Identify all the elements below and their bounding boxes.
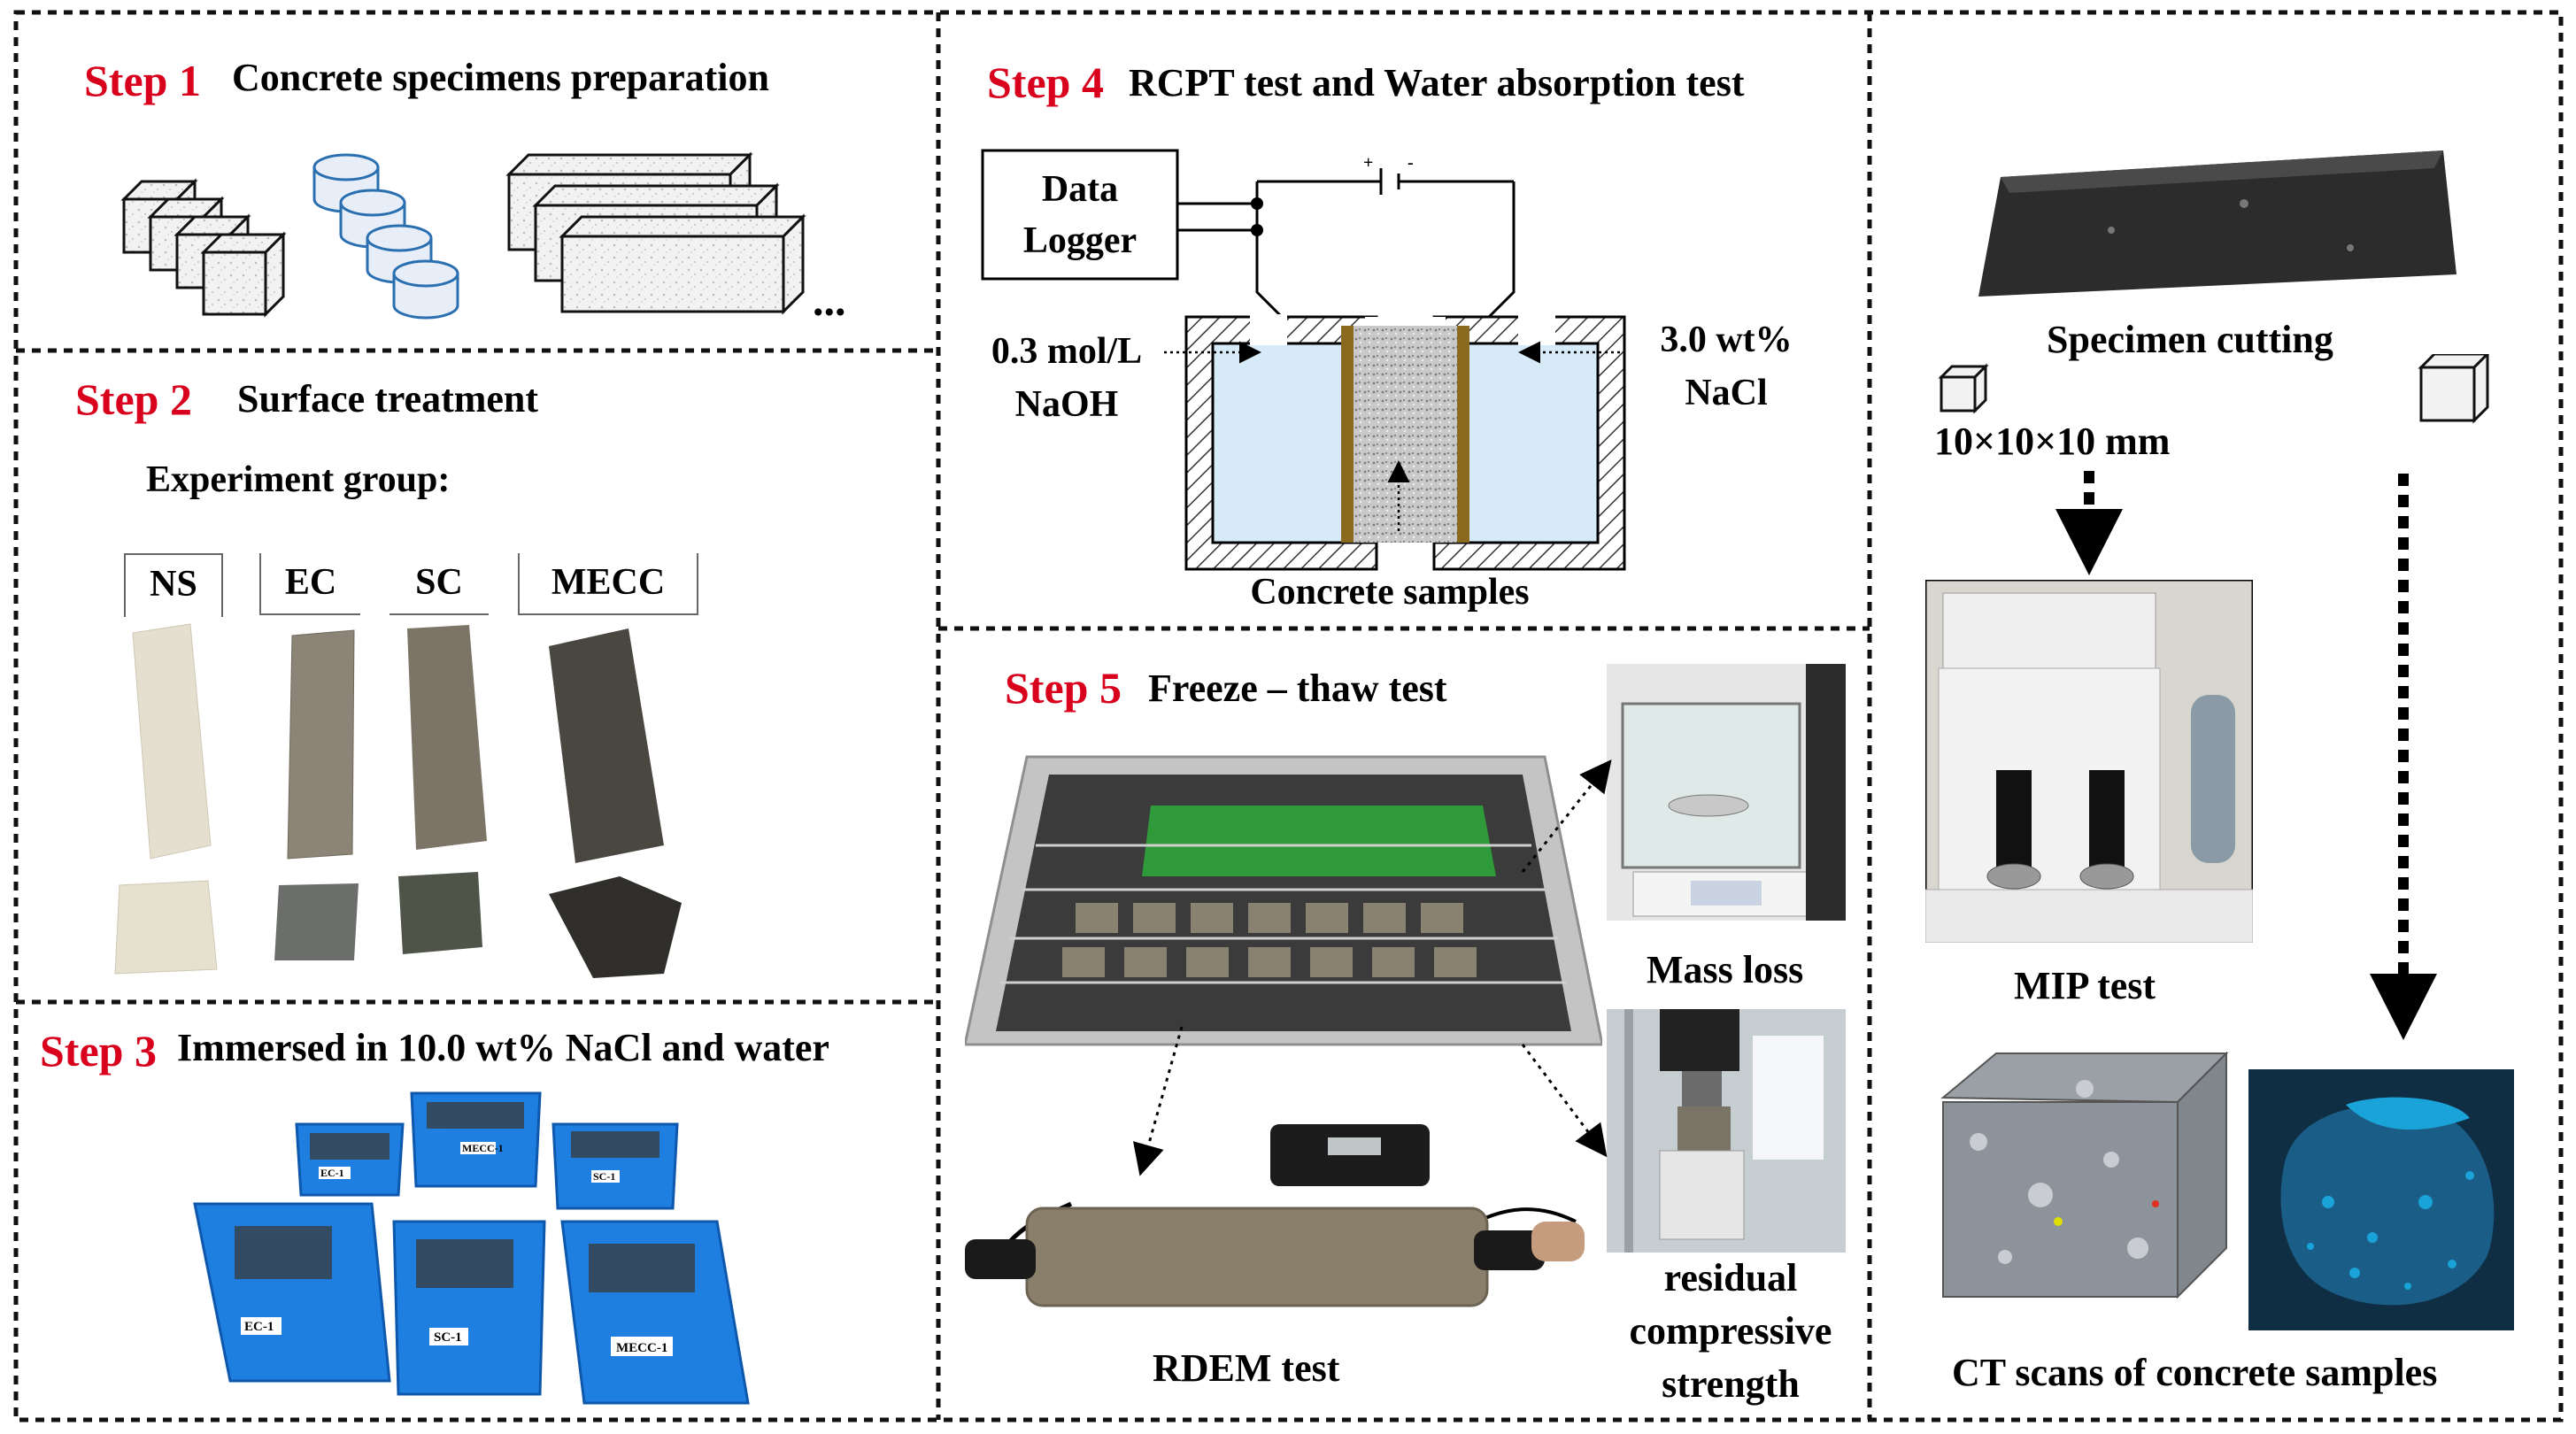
prism-specimens <box>505 151 806 315</box>
bin-label: EC-1 <box>320 1167 344 1179</box>
sc-specimens <box>398 625 487 954</box>
ec-specimens <box>274 629 359 960</box>
rdem-test-photo <box>965 1124 1585 1307</box>
ct-pore-scan <box>2248 1069 2514 1330</box>
ns-specimens <box>114 623 218 975</box>
freeze-thaw-chamber-photo <box>965 755 1602 1046</box>
group-label-mecc: MECC <box>518 553 698 615</box>
mip-instrument-photo <box>1925 580 2253 943</box>
step1-title: Concrete specimens preparation <box>232 56 769 99</box>
bin-label: SC-1 <box>434 1330 462 1345</box>
data-logger-label: Logger <box>1023 220 1137 261</box>
ct-volume-render <box>1908 1036 2244 1310</box>
more-ellipsis: ... <box>813 275 846 325</box>
step1-tag: Step 1 <box>84 56 201 105</box>
cube-specimens <box>120 178 287 318</box>
mecc-specimens <box>549 628 682 978</box>
data-logger-label: Data <box>1042 169 1118 210</box>
step4-title: RCPT test and Water absorption test <box>1129 61 1745 104</box>
battery-symbol <box>1379 168 1400 195</box>
ct-scans-label: CT scans of concrete samples <box>1952 1351 2438 1394</box>
residual-label: residual <box>1663 1256 1798 1299</box>
residual-label: compressive <box>1629 1309 1832 1353</box>
rcpt-cell-diagram: Data Logger + - <box>981 149 1793 613</box>
group-label-ns: NS <box>124 553 223 617</box>
mass-balance-photo <box>1607 664 1846 921</box>
residual-label: strength <box>1662 1362 1800 1406</box>
negative-terminal: - <box>1408 153 1414 173</box>
naoh-label: 0.3 mol/L <box>991 331 1142 372</box>
bin-label: SC-1 <box>593 1170 615 1183</box>
cut-cubes <box>1938 354 2490 424</box>
specimen-illustration <box>120 151 806 320</box>
specimen-cutting-label: Specimen cutting <box>2047 318 2333 361</box>
step5-tag: Step 5 <box>1005 663 1122 713</box>
bin-label: EC-1 <box>244 1320 274 1334</box>
positive-terminal: + <box>1363 153 1373 173</box>
immersion-bins-photo: EC-1 MECC-1 SC-1 EC-1 SC-1 MECC-1 <box>193 1091 750 1405</box>
step2-tag: Step 2 <box>75 374 192 424</box>
step2-title: Surface treatment <box>237 377 539 420</box>
left-electrode <box>1341 326 1354 543</box>
mass-loss-label: Mass loss <box>1647 948 1804 991</box>
naoh-label: NaOH <box>1015 384 1119 425</box>
nacl-label: 3.0 wt% <box>1660 320 1792 360</box>
compression-machine-photo <box>1607 1009 1846 1253</box>
rdem-test-label: RDEM test <box>1153 1346 1340 1390</box>
specimen-block-photo <box>1978 150 2456 297</box>
data-logger-box <box>981 149 1179 281</box>
concrete-sample <box>1341 326 1469 543</box>
right-electrode <box>1457 326 1469 543</box>
nacl-label: NaCl <box>1685 373 1767 413</box>
bin-label: MECC-1 <box>462 1142 504 1154</box>
cylinder-specimens <box>312 153 459 320</box>
step5-title: Freeze – thaw test <box>1148 667 1447 710</box>
group-label-ec: EC <box>259 553 360 615</box>
concrete-samples-label: Concrete samples <box>1250 572 1529 613</box>
step3-tag: Step 3 <box>40 1026 157 1076</box>
step4-tag: Step 4 <box>987 58 1104 107</box>
experiment-group-label: Experiment group: <box>146 459 451 500</box>
mip-test-label: MIP test <box>2014 964 2156 1007</box>
step3-title: Immersed in 10.0 wt% NaCl and water <box>177 1026 829 1069</box>
group-label-sc: SC <box>389 553 489 615</box>
cube-size-label: 10×10×10 mm <box>1934 420 2171 463</box>
treated-specimens-photo <box>114 623 682 978</box>
bin-label: MECC-1 <box>616 1341 667 1355</box>
